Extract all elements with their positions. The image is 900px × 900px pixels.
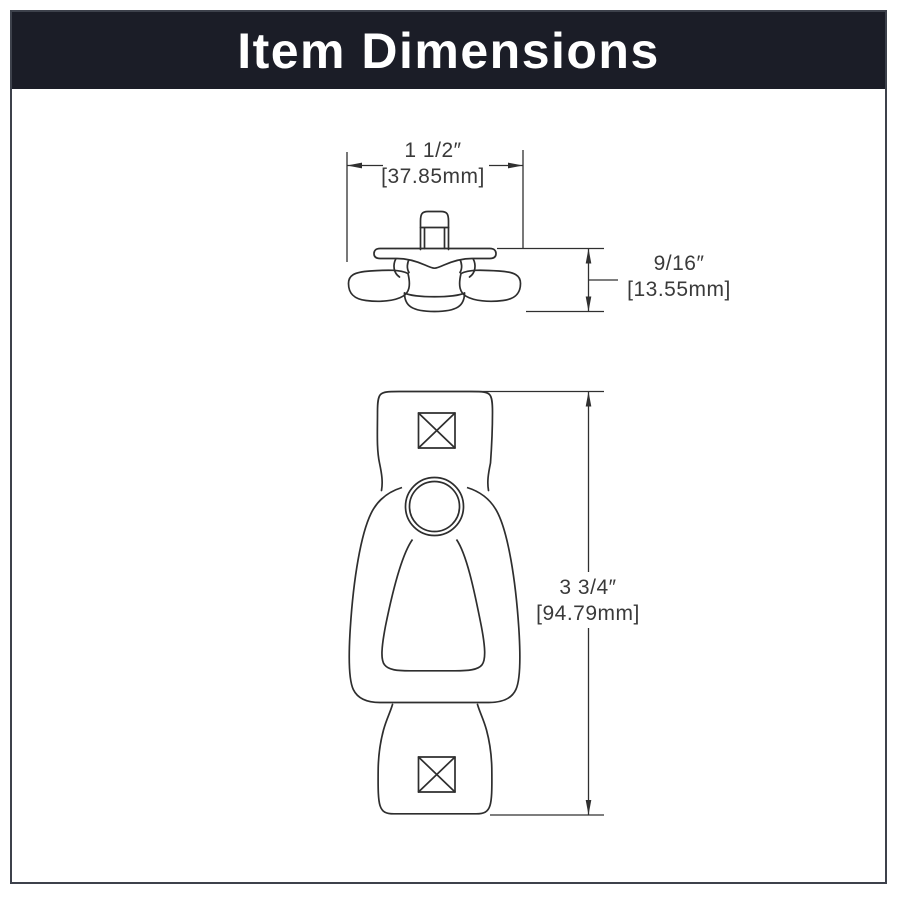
dimension-width-inches: 1 1/2″ [404, 139, 462, 162]
dimension-projection-label: 9/16″ [13.55mm] [627, 251, 731, 303]
bottom-plate [377, 703, 493, 815]
dimension-height-lines [470, 390, 604, 816]
dimension-height-mm: [94.79mm] [536, 602, 640, 625]
dimension-width-lines [346, 150, 524, 262]
ring-inner [408, 480, 461, 533]
dimension-projection-lines [497, 247, 618, 313]
dimension-lines [346, 150, 618, 816]
arrowhead-left [347, 162, 362, 169]
dimension-projection-mm: [13.55mm] [627, 278, 731, 301]
screw-post [419, 210, 450, 251]
bail-inner-opening [381, 539, 486, 672]
page-title: Item Dimensions [237, 22, 660, 79]
front-view [348, 390, 521, 815]
dimension-width-mm: [37.85mm] [381, 165, 485, 188]
ring-outer [404, 476, 465, 537]
mounting-plate-profile [373, 247, 497, 270]
top-plate [376, 390, 494, 492]
screw-hole-marker-bottom [417, 756, 456, 793]
arrowhead-up [585, 391, 592, 407]
screw-post-inner-lines [423, 227, 446, 250]
arrowhead-down [585, 296, 592, 312]
diagram-frame: Item Dimensions [10, 10, 887, 884]
arrowhead-up [585, 248, 592, 264]
dimension-width-label: 1 1/2″ [37.85mm] [381, 138, 485, 190]
dimension-height-label: 3 3/4″ [94.79mm] [536, 575, 640, 627]
dimension-projection-inches: 9/16″ [653, 252, 705, 275]
top-profile-view [347, 210, 522, 313]
ring-under-chord [403, 292, 466, 298]
header-bar: Item Dimensions [12, 12, 885, 89]
arrowhead-down [585, 800, 592, 815]
ring-under-arc [403, 292, 466, 313]
ring-wing-left [347, 269, 411, 303]
arrowhead-right [508, 162, 523, 169]
ring-wing-right [458, 269, 522, 303]
dimension-height-inches: 3 3/4″ [559, 576, 617, 599]
screw-hole-marker-top [417, 412, 456, 449]
